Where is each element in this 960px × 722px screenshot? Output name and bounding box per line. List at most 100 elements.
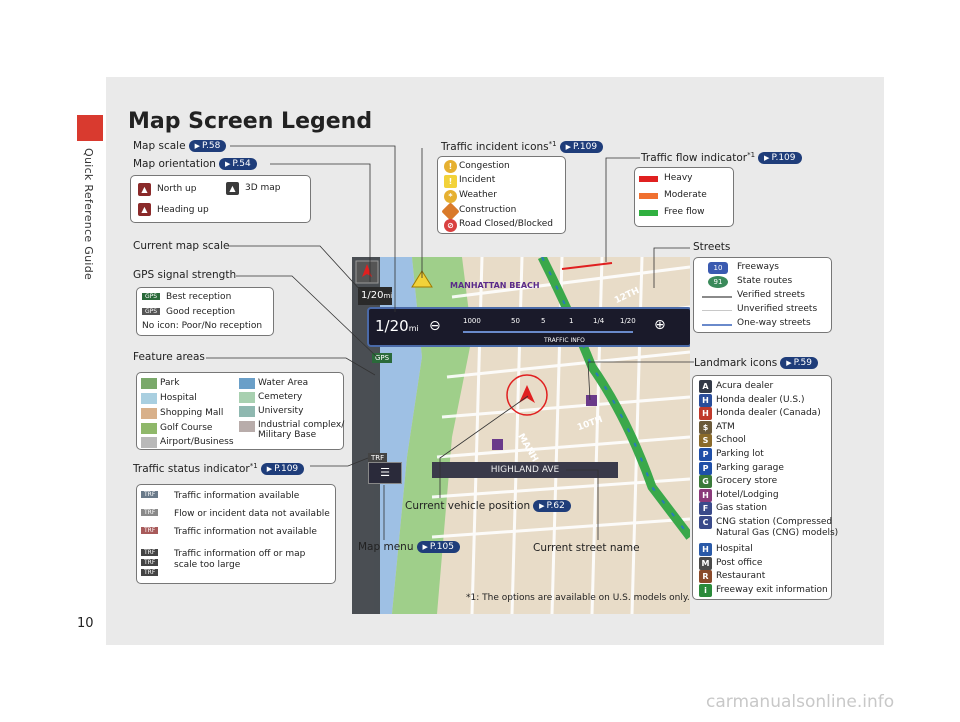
landmark-icon: G — [699, 475, 712, 489]
freeway-shield-icon: 10 — [708, 262, 728, 274]
feature-swatch — [141, 408, 157, 419]
vehicle-position-label: Current vehicle position — [405, 500, 531, 512]
landmark-item: Acura dealer — [716, 381, 774, 391]
street-item: State routes — [737, 276, 793, 286]
construction-icon — [441, 202, 460, 221]
landmark-icon: P — [699, 461, 712, 475]
feature-swatch — [239, 392, 255, 403]
traffic-status-sup: *1 — [249, 462, 258, 470]
zoom-out-icon[interactable]: ⊖ — [429, 318, 441, 334]
vehicle-position-page-ref[interactable]: P.62 — [533, 500, 571, 512]
traffic-incident-label: Traffic incident icons — [441, 141, 549, 153]
scale-tick: 50 — [511, 317, 520, 325]
traffic-status-item: Traffic information off or map scale too… — [174, 549, 306, 570]
incident-item: Weather — [459, 190, 497, 200]
trf-off-icon: TRF — [141, 549, 159, 556]
landmark-icon: i — [699, 583, 712, 597]
traffic-flow-callout: Traffic flow indicator*1P.109 — [641, 151, 802, 164]
state-route-icon: 91 — [708, 276, 728, 288]
feature-item: Park — [160, 378, 180, 388]
map-scale-readout: 1/20mi — [358, 287, 392, 305]
feature-swatch — [141, 393, 157, 404]
incident-icon: ! — [444, 175, 457, 188]
traffic-incident-page-ref[interactable]: P.109 — [559, 141, 604, 153]
landmark-item: Hotel/Lodging — [716, 489, 779, 500]
map-scale-unit: mi — [383, 292, 393, 300]
map-scale-callout-label: Map scale — [133, 140, 186, 152]
feature-areas-legend-box: Park Hospital Shopping Mall Golf Course … — [136, 372, 344, 450]
feature-item: Shopping Mall — [160, 408, 224, 418]
map-orientation-callout: Map orientationP.54 — [133, 158, 257, 170]
landmark-item: Hospital — [716, 544, 753, 554]
weather-icon: * — [444, 190, 457, 203]
streets-callout: Streets — [693, 241, 731, 253]
landmark-item: Gas station — [716, 503, 768, 514]
landmark-item: Post office — [716, 557, 763, 568]
gps-best-icon: GPS — [142, 293, 161, 300]
trf-no-data-icon: TRF — [141, 509, 159, 516]
orientation-item: 3D map — [245, 183, 281, 193]
zoom-scale-overlay[interactable]: 1/20mi ⊖ 1000 50 5 1 1/4 1/20 TRAFFIC IN… — [367, 307, 690, 347]
landmark-icon: F — [699, 502, 712, 516]
zoom-in-icon[interactable]: ⊕ — [654, 317, 666, 333]
map-street-label: MANHATTAN BEACH — [450, 281, 540, 290]
incident-item: Construction — [459, 205, 517, 215]
landmark-item: Honda dealer (U.S.) — [716, 394, 805, 405]
landmark-item: Parking lot — [716, 449, 764, 459]
gps-signal-callout: GPS signal strength — [133, 269, 237, 281]
map-screen[interactable]: 1/20mi MANHATTAN BEACH 12TH 10TH MANH 1/… — [352, 257, 690, 614]
page-title: Map Screen Legend — [128, 109, 373, 134]
feature-swatch — [141, 437, 157, 448]
traffic-incident-sup: *1 — [548, 140, 557, 148]
landmark-icon: H — [699, 407, 712, 421]
heading-up-icon: ▲ — [138, 203, 151, 216]
landmark-item: Restaurant — [716, 571, 766, 582]
incident-item: Road Closed/Blocked — [459, 219, 553, 229]
landmark-icons-label: Landmark icons — [694, 357, 778, 369]
flow-heavy-swatch — [639, 176, 658, 182]
landmark-icon: $ — [699, 420, 712, 434]
map-menu-button[interactable]: ☰ — [368, 462, 402, 484]
congestion-icon: ! — [444, 160, 457, 173]
3d-map-icon: ▲ — [226, 182, 239, 195]
traffic-info-label: TRAFFIC INFO — [544, 337, 585, 344]
north-up-icon: ▲ — [138, 183, 151, 196]
scale-track — [463, 331, 633, 333]
traffic-incident-callout: Traffic incident icons*1P.109 — [441, 140, 604, 153]
footnote: *1: The options are available on U.S. mo… — [466, 593, 690, 603]
flow-free-swatch — [639, 210, 658, 216]
trf-off-icon: TRF — [141, 559, 159, 566]
section-tab-marker — [77, 115, 103, 141]
traffic-flow-page-ref[interactable]: P.109 — [758, 152, 802, 164]
map-scale-value: 1/20 — [361, 290, 384, 301]
landmark-icon: H — [699, 393, 712, 407]
watermark: carmanualsonline.info — [706, 692, 895, 712]
traffic-status-page-ref[interactable]: P.109 — [260, 463, 305, 475]
scale-tick: 1000 — [463, 317, 481, 325]
feature-item: University — [258, 406, 304, 416]
trf-available-icon: TRF — [141, 491, 159, 498]
landmark-item: CNG station (Compressed Natural Gas (CNG… — [716, 517, 839, 538]
landmark-icons-page-ref[interactable]: P.59 — [780, 357, 818, 369]
traffic-flow-label: Traffic flow indicator — [641, 152, 748, 164]
scale-tick: 5 — [541, 317, 546, 325]
landmark-icon: H — [699, 543, 712, 556]
traffic-status-legend-box: TRF Traffic information available TRF Fl… — [136, 484, 336, 584]
map-orientation-callout-label: Map orientation — [133, 158, 216, 170]
traffic-status-item: Traffic information not available — [174, 527, 317, 537]
street-name-callout: Current street name — [533, 542, 640, 554]
traffic-flow-sup: *1 — [747, 151, 756, 159]
section-tab-label: Quick Reference Guide — [82, 148, 95, 281]
map-menu-page-ref[interactable]: P.105 — [416, 541, 460, 553]
map-trf-badge: TRF — [368, 453, 388, 463]
trf-not-available-icon: TRF — [141, 527, 159, 534]
scale-tick: 1/4 — [593, 317, 605, 325]
map-scale-page-ref[interactable]: P.58 — [188, 140, 227, 152]
landmark-icons-callout: Landmark iconsP.59 — [694, 357, 818, 369]
map-menu-label: Map menu — [358, 541, 414, 553]
landmark-icon: C — [699, 516, 712, 529]
feature-swatch — [141, 378, 157, 389]
zoom-scale-bar[interactable]: 1000 50 5 1 1/4 1/20 — [463, 317, 643, 331]
map-orientation-page-ref[interactable]: P.54 — [218, 158, 257, 170]
